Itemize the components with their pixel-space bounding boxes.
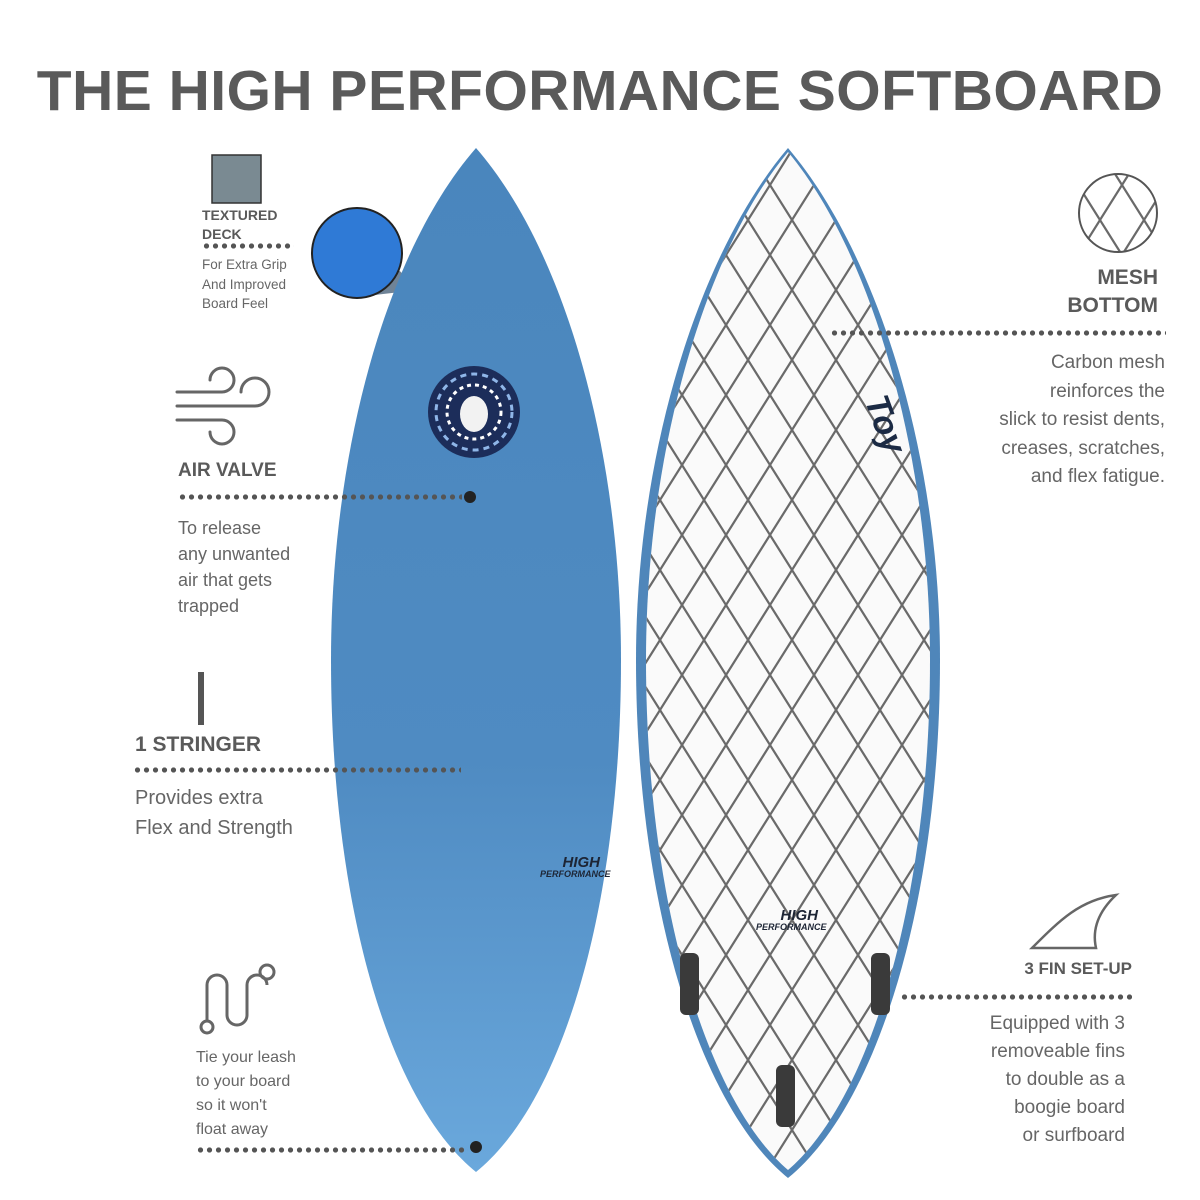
leash-plug-dot [470,1141,482,1153]
textured-deck-leader [202,243,294,249]
leash-icon [199,963,276,1035]
mesh-bottom-leader [830,330,1166,336]
carbon-mesh [646,152,930,1170]
page-title: THE HIGH PERFORMANCE SOFTBOARD [36,59,1164,123]
fin-setup-leader [900,994,1132,1000]
fin-setup-heading: 3 FIN SET-UP [1024,959,1132,978]
texture-swatch-icon [211,154,262,204]
stringer-heading: 1 STRINGER [135,733,262,756]
fin-box-right [871,953,890,1015]
deck-board [331,148,621,1172]
fin-icon [1028,893,1120,950]
wind-icon [175,366,271,446]
stringer-bar-icon [198,672,204,725]
textured-deck-zoom-circle [311,207,403,299]
medusa-logo [428,366,520,458]
leash-leader [196,1147,468,1153]
stringer-leader [133,767,461,773]
air-valve-heading: AIR VALVE [178,460,277,481]
fin-box-left [680,953,699,1015]
mesh-circle-icon [1078,173,1158,253]
fin-box-center [776,1065,795,1127]
air-valve-dot [464,491,476,503]
air-valve-leader [178,494,462,500]
